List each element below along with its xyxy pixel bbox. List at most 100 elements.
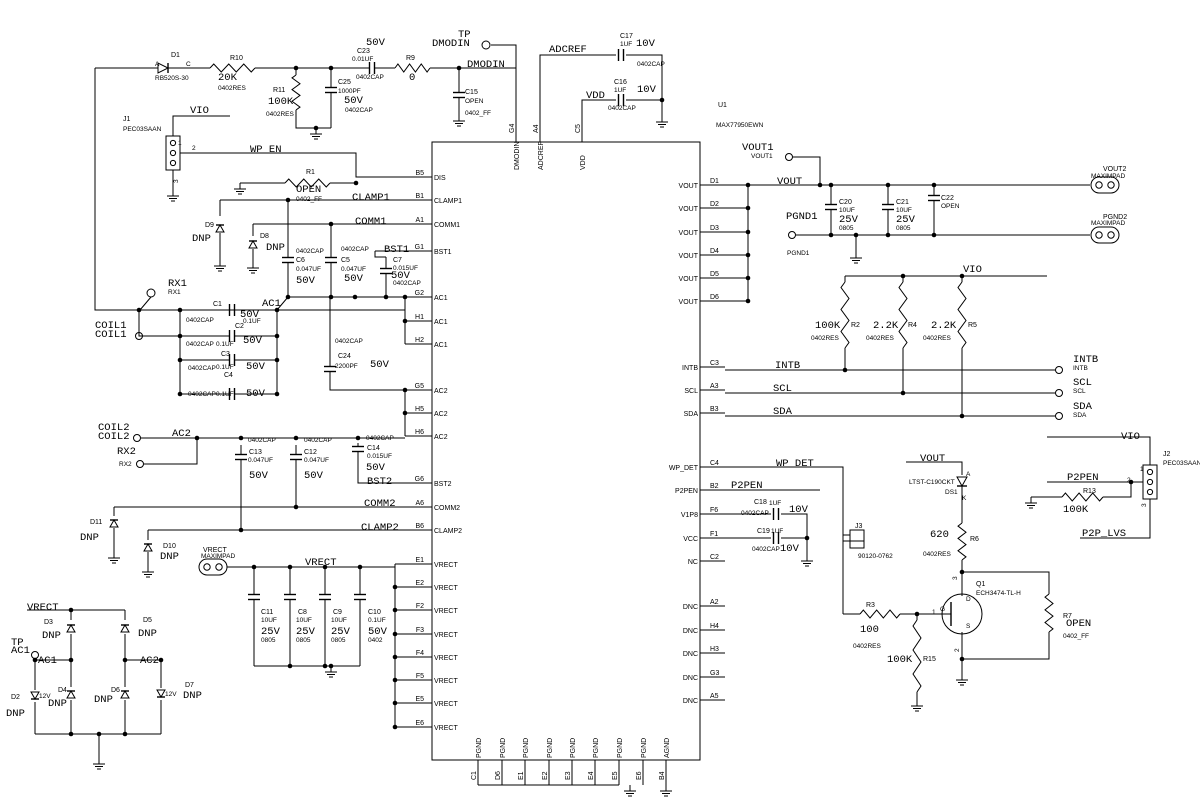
pin-name: AC2 <box>434 388 448 395</box>
pin-number: C5 <box>575 124 582 133</box>
r10-ref: R10 <box>230 55 243 62</box>
c8-ref: C8 <box>298 609 307 616</box>
vout1-label: VOUT1 <box>742 142 774 154</box>
r10-value: 20K <box>218 72 238 84</box>
tp-ac1-label: AC1 <box>11 645 30 657</box>
r5-ref: R5 <box>968 322 977 329</box>
clamp1-net: CLAMP1 <box>352 192 390 204</box>
d11-dnp: DNP <box>80 532 99 544</box>
vout2-part: MAXIMPAD <box>1091 173 1125 180</box>
pin-name: VRECT <box>434 725 458 732</box>
pin-number: C1 <box>471 771 478 780</box>
pin-number: F6 <box>710 507 718 514</box>
c21-capacitor <box>882 185 894 229</box>
d9-diode <box>215 223 225 233</box>
ground-symbol <box>656 116 668 128</box>
r11-pkg: 0402RES <box>266 111 294 118</box>
c13-volt: 50V <box>249 470 269 482</box>
pin-number: D4 <box>710 248 719 255</box>
d3-ref: D3 <box>44 619 53 626</box>
c25-value: 1000PF <box>338 88 361 95</box>
r9-resistor <box>394 63 431 73</box>
d1-anode: A <box>155 61 160 68</box>
pin-number: H4 <box>710 623 719 630</box>
ds1-anode: A <box>966 471 971 478</box>
c16-volt: 10V <box>637 84 657 96</box>
d5-ref: D5 <box>143 617 152 624</box>
tp-pgnd1 <box>788 231 796 239</box>
d10-diode <box>143 542 153 552</box>
pin-number: H3 <box>710 646 719 653</box>
c3-ref: C3 <box>221 351 230 358</box>
junction-dot <box>328 221 334 227</box>
wire <box>539 54 616 115</box>
pin-number: A3 <box>710 383 719 390</box>
ground-symbol <box>93 758 105 770</box>
wire <box>725 184 749 301</box>
c16-capacitor <box>617 94 625 106</box>
pin-number: B2 <box>710 483 719 490</box>
vout-net-led: VOUT <box>920 453 945 465</box>
pin-name: VCC <box>683 536 698 543</box>
c3-volt: 50V <box>246 361 266 373</box>
pin-name: PGND <box>593 738 600 758</box>
r1-pkg: 0402_FF <box>296 196 322 203</box>
pin-number: E6 <box>636 771 643 780</box>
coil2-sub: COIL2 <box>98 431 130 443</box>
r7-ref: R7 <box>1063 613 1072 620</box>
wire <box>961 560 1050 594</box>
d2-diode <box>30 691 40 701</box>
c11-ref: C11 <box>261 609 273 616</box>
tp-label: TP <box>458 29 471 41</box>
pin-name: VRECT <box>434 701 458 708</box>
pin-number: E4 <box>588 771 595 780</box>
ground-symbol <box>453 115 465 127</box>
pin-name: VRECT <box>434 678 458 685</box>
pin-number: F5 <box>416 673 424 680</box>
pin-name: AGND <box>664 738 671 758</box>
c19-capacitor <box>772 532 780 544</box>
c25-volt: 50V <box>344 95 364 107</box>
wire <box>172 115 230 136</box>
tp-dmodin <box>481 40 491 50</box>
c19-ref: C19 <box>757 528 770 535</box>
c23-value: 0.01UF <box>352 56 373 63</box>
wire <box>906 461 963 475</box>
pin-name: NC <box>688 559 698 566</box>
p2pen-net-j2: P2PEN <box>1067 472 1099 484</box>
c3-value: 0.1UF <box>216 364 234 371</box>
pin-name: BST1 <box>434 249 452 256</box>
d1-part: RB520S-30 <box>155 75 189 82</box>
pin-name: VRECT <box>434 585 458 592</box>
c6-pkg: 0402CAP <box>296 248 324 255</box>
c21-ref: C21 <box>896 199 909 206</box>
c6-ref: C6 <box>296 257 305 264</box>
c4-value: 0.1UF <box>216 391 234 398</box>
pin-name: CLAMP2 <box>434 528 462 535</box>
c10-ref: C10 <box>368 609 381 616</box>
c18-ref: C18 <box>754 499 767 506</box>
r4-ref: R4 <box>908 322 917 329</box>
r2-value: 100K <box>815 320 841 332</box>
c20-pkg: 0805 <box>839 225 854 232</box>
j2-ref: J2 <box>1163 451 1171 458</box>
pin-name: AC2 <box>434 411 448 418</box>
pin-name: VOUT <box>679 299 699 306</box>
c16-pkg: 0402CAP <box>608 105 636 112</box>
pin-number: E1 <box>518 771 525 780</box>
pin-number: F2 <box>416 603 424 610</box>
scl-tp-label: SCL <box>1073 377 1092 389</box>
pin-number: C4 <box>710 460 719 467</box>
rx2-sub: RX2 <box>119 461 132 468</box>
sda-tp-sub: SDA <box>1073 412 1087 419</box>
junction-dot <box>804 535 810 541</box>
pin-number: G2 <box>415 290 424 297</box>
pgnd1-label: PGND1 <box>786 211 818 223</box>
c11-pkg: 0805 <box>261 637 276 644</box>
junction-dot <box>122 657 128 663</box>
ic-pin-layer <box>405 115 725 785</box>
d1-ref: D1 <box>171 52 180 59</box>
q1-ref: Q1 <box>976 581 985 588</box>
c8-value: 10UF <box>296 617 312 624</box>
c20-volt: 25V <box>839 214 859 226</box>
